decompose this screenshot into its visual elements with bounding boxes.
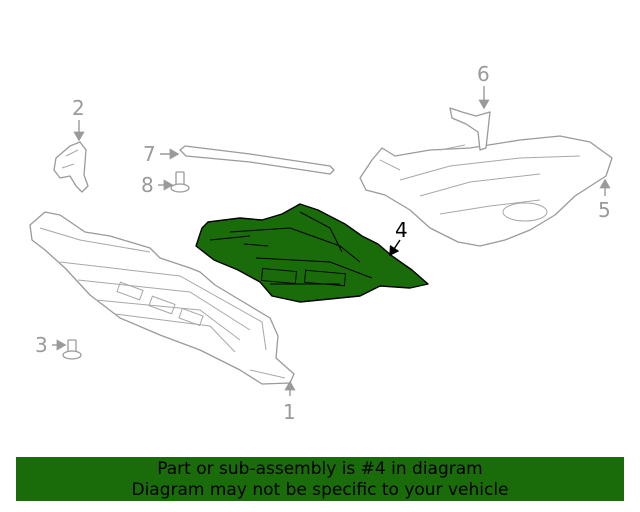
callout-6[interactable]: 6 — [477, 62, 490, 86]
banner-line-2: Diagram may not be specific to your vehi… — [131, 480, 509, 500]
part-8-bolt — [170, 171, 190, 193]
part-2-bracket — [53, 141, 89, 193]
callout-5[interactable]: 5 — [598, 198, 611, 222]
part-1-lower-shield — [29, 211, 295, 385]
callout-8[interactable]: 8 — [141, 173, 154, 197]
callout-2[interactable]: 2 — [72, 96, 85, 120]
part-4-center-cover — [195, 203, 429, 303]
callout-1[interactable]: 1 — [283, 400, 296, 424]
banner-line-1: Part or sub-assembly is #4 in diagram — [157, 459, 483, 479]
part-3-bolt — [62, 339, 82, 360]
parts-diagram: 1 2 3 4 5 6 7 8 — [29, 62, 613, 424]
part-5-rear-cover — [359, 135, 613, 247]
callout-3[interactable]: 3 — [35, 333, 48, 357]
leader-4 — [389, 239, 401, 257]
callout-7[interactable]: 7 — [143, 142, 156, 166]
part-6-bracket — [449, 107, 491, 151]
part-7-rod — [179, 145, 335, 175]
callout-4[interactable]: 4 — [395, 218, 408, 242]
info-banner: Part or sub-assembly is #4 in diagram Di… — [16, 457, 624, 501]
